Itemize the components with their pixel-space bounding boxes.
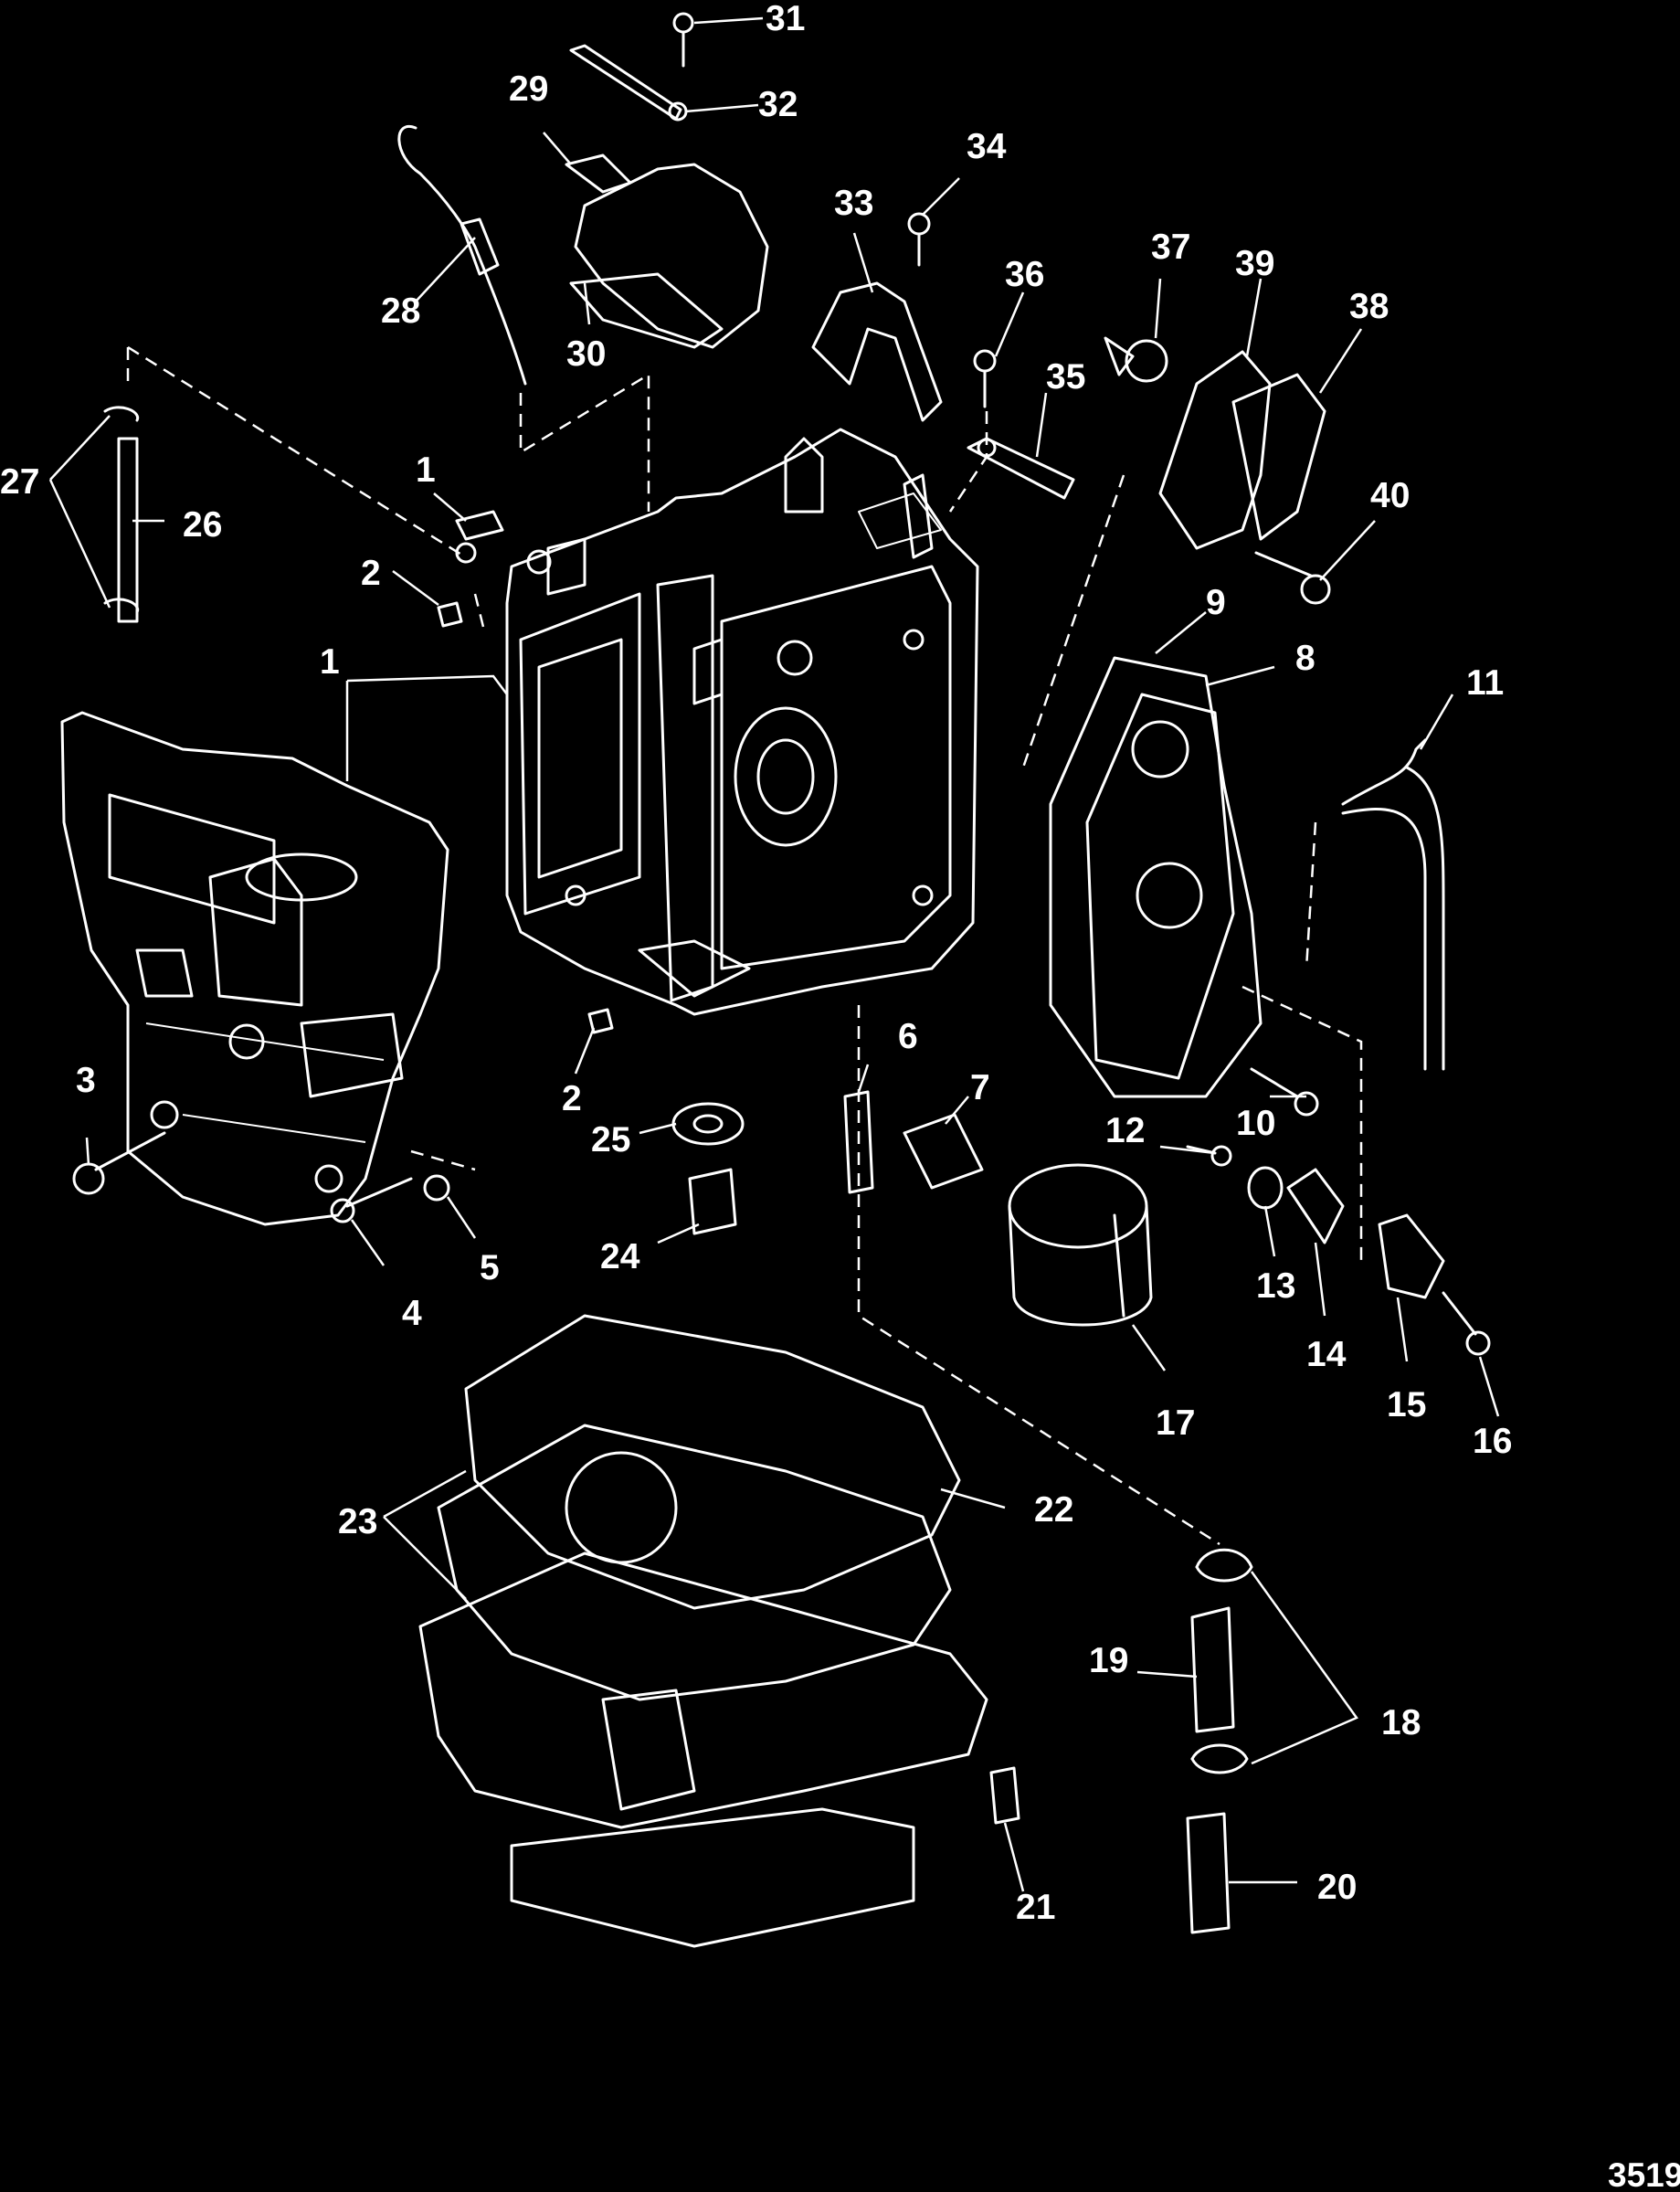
cylinder-head xyxy=(60,711,449,1226)
callout-30: 30 xyxy=(566,334,606,374)
leader-lines xyxy=(48,16,1500,1892)
callout-8: 8 xyxy=(1295,639,1315,678)
callout-labels: 1 1 2 2 3 4 5 6 7 8 9 10 11 12 13 14 15 … xyxy=(0,0,1512,1927)
callout-34: 34 xyxy=(967,127,1007,166)
callout-25: 25 xyxy=(591,1120,630,1160)
callout-16: 16 xyxy=(1473,1422,1512,1461)
callout-37: 37 xyxy=(1151,228,1190,267)
callout-24: 24 xyxy=(600,1237,640,1276)
callout-1-block: 1 xyxy=(320,642,340,682)
callout-31: 31 xyxy=(766,0,805,38)
callout-15: 15 xyxy=(1387,1385,1426,1424)
callout-2-upper: 2 xyxy=(361,554,381,593)
callout-21: 21 xyxy=(1016,1888,1055,1927)
callout-36: 36 xyxy=(1005,255,1044,294)
callout-22: 22 xyxy=(1034,1490,1073,1530)
callout-20: 20 xyxy=(1317,1868,1357,1907)
callout-9: 9 xyxy=(1206,583,1226,622)
callout-4: 4 xyxy=(402,1294,422,1333)
callout-39: 39 xyxy=(1235,244,1274,283)
assembly-lines xyxy=(126,345,1363,1546)
callout-28: 28 xyxy=(381,291,420,331)
callout-29: 29 xyxy=(509,69,548,109)
callout-27: 27 xyxy=(0,462,39,502)
cylinder-block xyxy=(505,428,979,1016)
callout-38: 38 xyxy=(1349,287,1389,326)
callout-1-elbow: 1 xyxy=(416,450,436,490)
callout-32: 32 xyxy=(758,85,798,124)
callout-6: 6 xyxy=(898,1017,918,1056)
callout-40: 40 xyxy=(1370,476,1410,515)
callout-23: 23 xyxy=(338,1502,377,1541)
callout-17: 17 xyxy=(1156,1403,1195,1443)
callout-19: 19 xyxy=(1089,1641,1128,1680)
callout-18: 18 xyxy=(1381,1703,1421,1742)
small-parts xyxy=(72,12,1491,1948)
callout-5: 5 xyxy=(480,1248,500,1287)
figure-number: 3519 xyxy=(1608,2156,1680,2192)
callout-3: 3 xyxy=(76,1061,96,1100)
callout-14: 14 xyxy=(1306,1335,1347,1374)
callout-13: 13 xyxy=(1256,1266,1295,1306)
callout-33: 33 xyxy=(834,184,873,223)
callout-26: 26 xyxy=(183,505,222,545)
callout-35: 35 xyxy=(1046,357,1085,397)
callout-12: 12 xyxy=(1105,1111,1145,1150)
callout-10: 10 xyxy=(1236,1104,1275,1143)
callout-7: 7 xyxy=(970,1068,990,1107)
callout-11: 11 xyxy=(1466,663,1504,703)
callout-2-lower: 2 xyxy=(562,1079,582,1118)
